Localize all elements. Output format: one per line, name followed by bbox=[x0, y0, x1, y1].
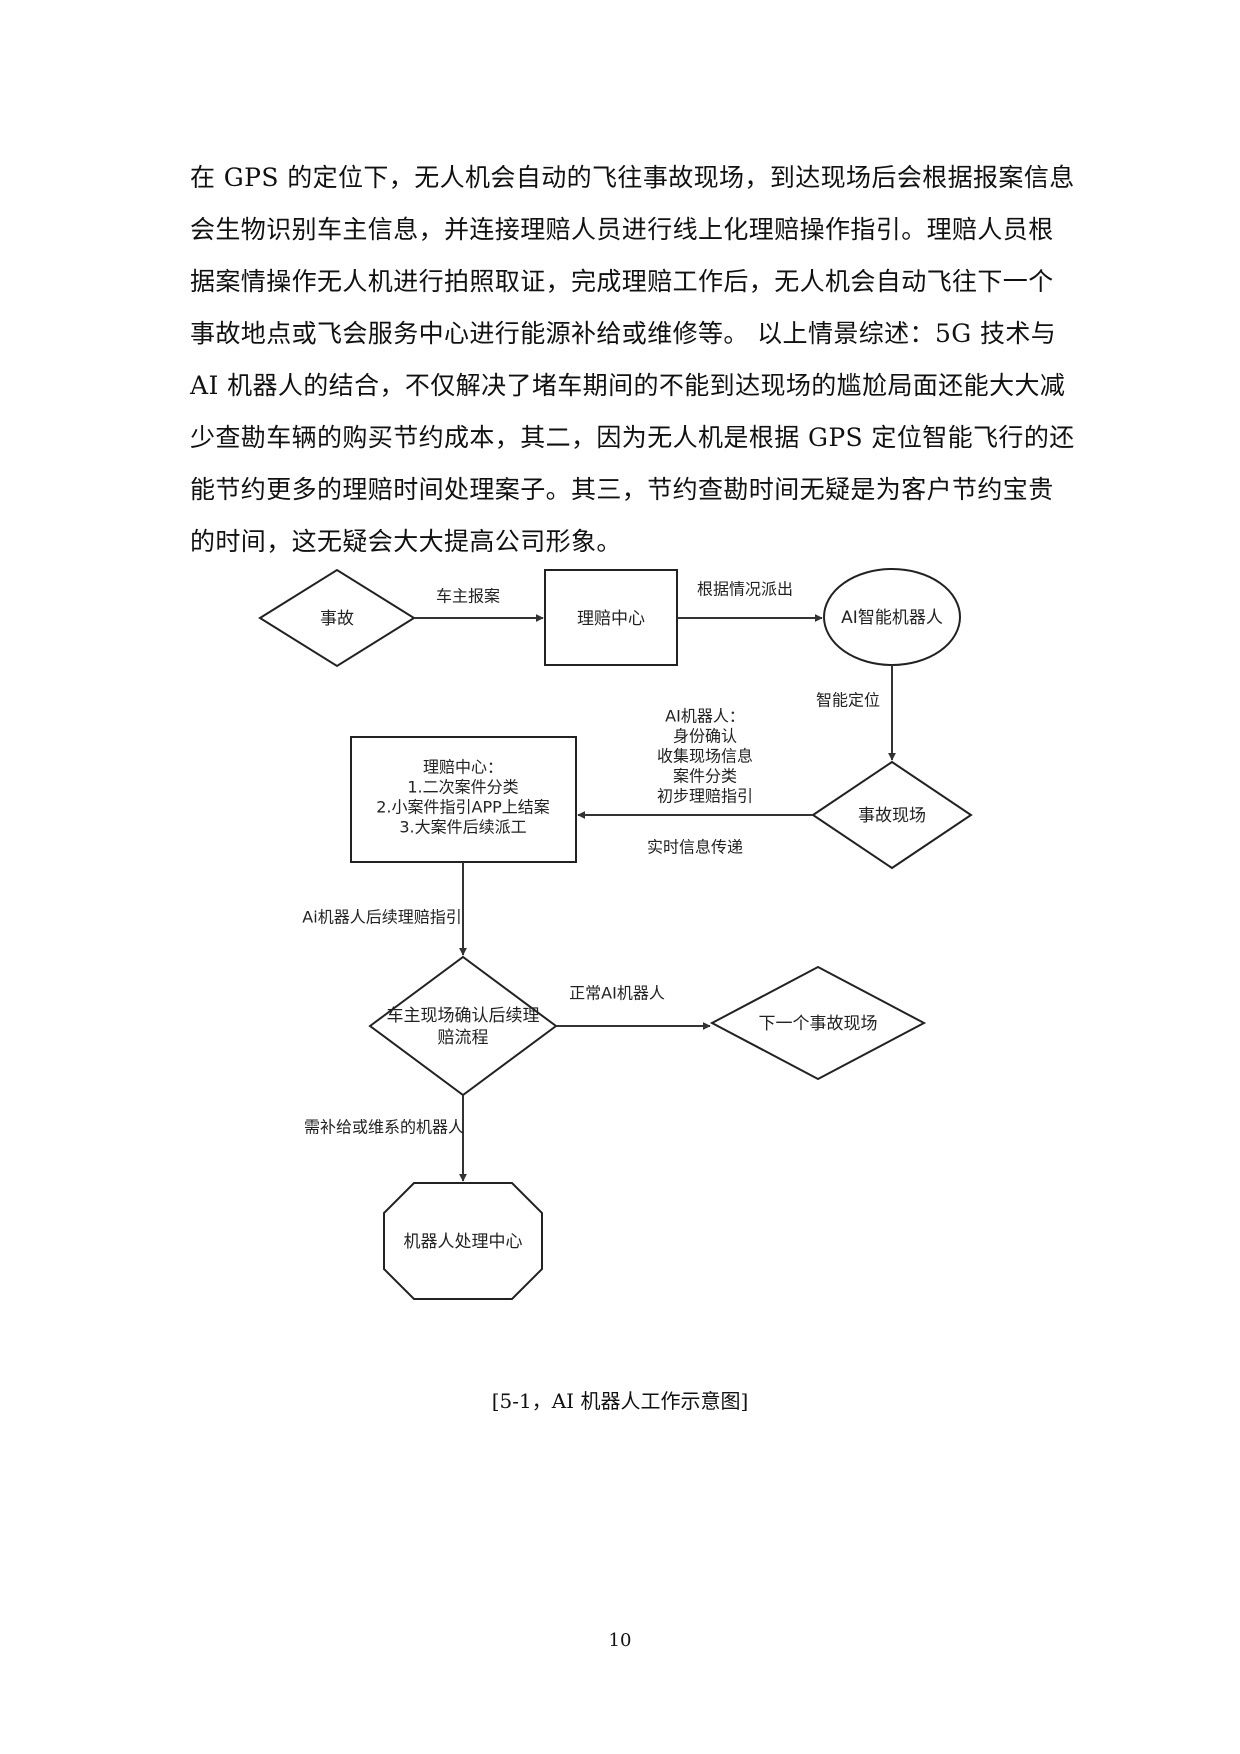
figure-caption: [5-1，AI 机器人工作示意图] bbox=[491, 1389, 749, 1413]
node-accident-scene: 事故现场 bbox=[811, 760, 973, 870]
label-line: AI机器人： bbox=[665, 707, 745, 726]
node-claim-center: 理赔中心 bbox=[544, 569, 678, 666]
label-line: 3.大案件后续派工 bbox=[399, 818, 526, 837]
node-accident-label: 事故 bbox=[320, 609, 354, 629]
label-line: 身份确认 bbox=[673, 727, 737, 746]
label-line: 智能定位 bbox=[816, 691, 880, 710]
edge-label-realtime: 实时信息传递 bbox=[647, 838, 743, 857]
node-robot-center-label: 机器人处理中心 bbox=[404, 1232, 523, 1252]
paragraph-line: 会生物识别车主信息，并连接理赔人员进行线上化理赔操作指引。理赔人员根 bbox=[190, 215, 1054, 244]
label-line: 理赔中心： bbox=[423, 758, 503, 777]
node-accident: 事故 bbox=[258, 568, 416, 668]
label-line: 理赔中心 bbox=[577, 609, 645, 629]
edge-label-dispatch: 根据情况派出 bbox=[697, 580, 793, 599]
edge-label-normal-robot: 正常AI机器人 bbox=[569, 984, 665, 1003]
node-robot-center: 机器人处理中心 bbox=[383, 1182, 543, 1300]
label-line: 收集现场信息 bbox=[657, 747, 753, 766]
paragraph-line: 在 GPS 的定位下，无人机会自动的飞往事故现场，到达现场后会根据报案信息 bbox=[190, 163, 1075, 192]
paragraph-line: 的时间，这无疑会大大提高公司形象。 bbox=[190, 527, 622, 556]
label-line: 车主现场确认后续理 bbox=[387, 1006, 540, 1026]
node-next-scene-label: 下一个事故现场 bbox=[759, 1014, 878, 1034]
edge-label-owner-report: 车主报案 bbox=[436, 587, 500, 606]
label-line: 实时信息传递 bbox=[647, 838, 743, 857]
edge-label-ai-tasks: AI机器人：身份确认收集现场信息案件分类初步理赔指引 bbox=[657, 707, 753, 806]
page-number: 10 bbox=[608, 1630, 632, 1651]
paragraph-line: 能节约更多的理赔时间处理案子。其三，节约查勘时间无疑是为客户节约宝贵 bbox=[190, 475, 1054, 504]
label-line: 2.小案件指引APP上结案 bbox=[376, 798, 550, 817]
label-line: 案件分类 bbox=[673, 767, 737, 786]
label-line: 需补给或维系的机器人 bbox=[304, 1118, 464, 1137]
node-owner-confirm-shape bbox=[368, 955, 558, 1097]
edge-label-smart-locate: 智能定位 bbox=[816, 691, 880, 710]
label-line: Ai机器人后续理赔指引 bbox=[302, 908, 461, 927]
label-line: 根据情况派出 bbox=[697, 580, 793, 599]
body-paragraph: 在 GPS 的定位下，无人机会自动的飞往事故现场，到达现场后会根据报案信息 会生… bbox=[190, 152, 1075, 568]
label-line: 1.二次案件分类 bbox=[407, 778, 518, 797]
node-owner-confirm: 车主现场确认后续理赔流程 bbox=[368, 955, 558, 1097]
node-ai-robot: AI智能机器人 bbox=[823, 568, 961, 666]
node-next-scene-shape bbox=[709, 965, 927, 1081]
node-accident-scene-label: 事故现场 bbox=[858, 806, 926, 826]
label-line: 机器人处理中心 bbox=[404, 1232, 523, 1252]
paragraph-line: 少查勘车辆的购买节约成本，其二，因为无人机是根据 GPS 定位智能飞行的还 bbox=[190, 423, 1075, 452]
node-ai-robot-label: AI智能机器人 bbox=[841, 608, 943, 628]
label-line: 初步理赔指引 bbox=[657, 787, 753, 806]
label-line: 赔流程 bbox=[438, 1028, 489, 1048]
label-line: 车主报案 bbox=[436, 587, 500, 606]
label-line: 事故 bbox=[320, 609, 354, 629]
node-claim-center-label: 理赔中心 bbox=[577, 609, 645, 629]
label-line: 事故现场 bbox=[858, 806, 926, 826]
node-claim-center-shape bbox=[544, 569, 678, 666]
node-owner-confirm-label: 车主现场确认后续理赔流程 bbox=[387, 1006, 540, 1048]
edge-label-repair: 需补给或维系的机器人 bbox=[304, 1118, 464, 1137]
paragraph-line: 据案情操作无人机进行拍照取证，完成理赔工作后，无人机会自动飞往下一个 bbox=[190, 267, 1054, 296]
label-line: AI智能机器人 bbox=[841, 608, 943, 628]
node-accident-scene-shape bbox=[811, 760, 973, 870]
label-line: 正常AI机器人 bbox=[569, 984, 665, 1003]
paragraph-line: 事故地点或飞会服务中心进行能源补给或维修等。 以上情景综述：5G 技术与 bbox=[190, 319, 1057, 348]
node-robot-center-shape bbox=[383, 1182, 543, 1300]
label-line: 下一个事故现场 bbox=[759, 1014, 878, 1034]
edge-label-followup: Ai机器人后续理赔指引 bbox=[302, 908, 461, 927]
node-next-scene: 下一个事故现场 bbox=[709, 965, 927, 1081]
paragraph-line: AI 机器人的结合，不仅解决了堵车期间的不能到达现场的尴尬局面还能大大减 bbox=[190, 371, 1066, 400]
